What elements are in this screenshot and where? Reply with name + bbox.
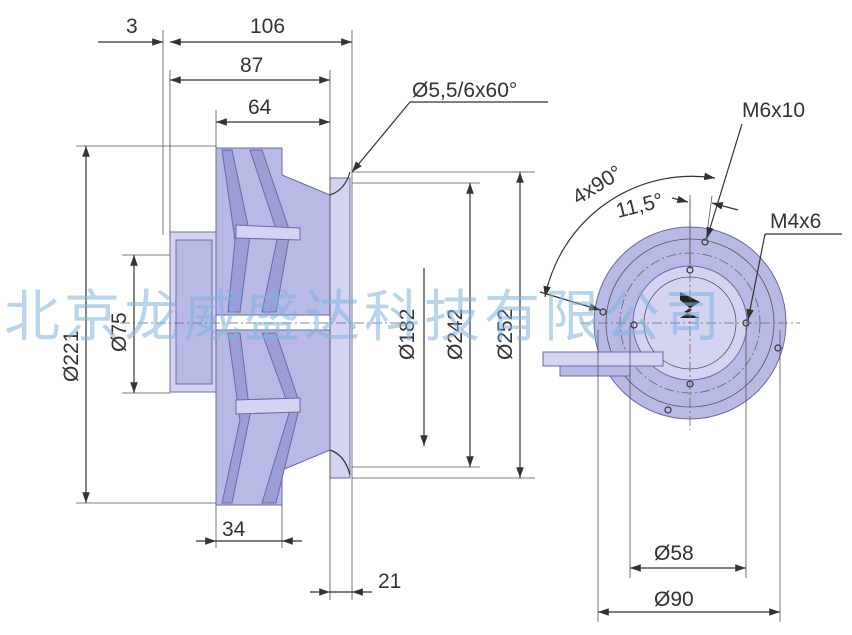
upper-flange-curve (329, 171, 351, 196)
dim-m6: M6x10 (742, 99, 805, 122)
extension-lines (76, 30, 535, 600)
dim-58: Ø58 (654, 542, 694, 565)
dim-75: Ø75 (108, 312, 131, 352)
dim-3: 3 (126, 15, 138, 38)
blade-upper-rib (235, 224, 301, 241)
company-watermark: 北京龙威盛达科技有限公司 (4, 285, 724, 350)
side-view (120, 147, 410, 506)
cable-tab-lower (559, 365, 631, 377)
dim-182: Ø182 (396, 309, 419, 360)
lower-flange-curve (329, 449, 351, 476)
hole-outer-right (774, 344, 782, 352)
hole-outer-bottom (664, 406, 672, 414)
dim-90: Ø90 (654, 588, 694, 611)
dim-106: 106 (250, 15, 285, 38)
cable-tab (542, 351, 664, 367)
dim-242: Ø242 (444, 309, 467, 360)
dim-252: Ø252 (494, 309, 517, 360)
blade-lower-rib (235, 397, 301, 415)
hole-outer-left (599, 308, 607, 316)
dim-m4: M4x6 (770, 210, 821, 233)
blade-lower-1 (221, 332, 251, 504)
front-dimension-lines (539, 123, 842, 622)
dimension-arrows (82, 38, 548, 596)
dim-221: Ø221 (60, 331, 83, 382)
hole-left (630, 321, 638, 329)
hub-inner (175, 239, 213, 385)
dim-87: 87 (240, 54, 263, 77)
dim-bolt-holes: Ø5,5/6x60° (412, 79, 517, 102)
dim-34: 34 (222, 518, 246, 541)
dim-64: 64 (248, 96, 272, 119)
dim-21: 21 (378, 570, 401, 593)
